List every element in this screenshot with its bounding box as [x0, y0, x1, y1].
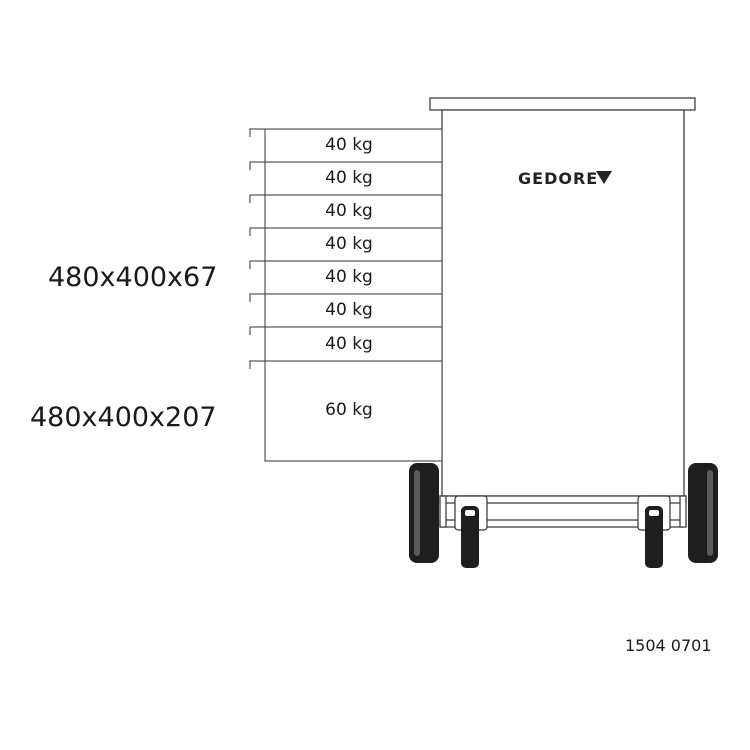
undercarriage-frame [439, 495, 687, 528]
drawer-load-label-6: 40 kg [325, 300, 373, 320]
drawer-load-label-4: 40 kg [325, 234, 373, 254]
brand-logo: GEDORE [518, 169, 599, 188]
drawer-handle-4 [249, 227, 265, 236]
article-number: 1504 0701 [625, 636, 712, 655]
drawer-handle-2 [249, 161, 265, 170]
drawer-handle-5 [249, 260, 265, 269]
drawer-load-label-8: 60 kg [325, 400, 373, 420]
drawer-front-7 [264, 326, 443, 362]
drawer-handle-3 [249, 194, 265, 203]
small-drawer-dimension-label: 480x400x67 [48, 262, 218, 293]
drawer-front-2 [264, 161, 443, 196]
drawer-load-label-3: 40 kg [325, 201, 373, 221]
drawer-load-label-5: 40 kg [325, 267, 373, 287]
drawer-load-label-7: 40 kg [325, 334, 373, 354]
large-drawer-dimension-label: 480x400x207 [30, 402, 217, 433]
drawer-load-label-1: 40 kg [325, 135, 373, 155]
drawer-front-8 [264, 360, 443, 462]
brand-logo-arrow-icon [596, 171, 612, 184]
drawer-load-label-2: 40 kg [325, 168, 373, 188]
caster-wheel-left [461, 506, 479, 568]
rear-wheel-left [409, 463, 439, 563]
drawer-handle-8 [249, 360, 265, 369]
trolley-top-plate [429, 97, 696, 111]
trolley-cabinet-body [441, 109, 685, 497]
rear-wheels [409, 463, 718, 563]
drawer-handle-7 [249, 326, 265, 335]
drawer-handle-6 [249, 293, 265, 302]
drawer-front-6 [264, 293, 443, 328]
front-caster-wheels [461, 506, 663, 568]
rear-wheel-right [688, 463, 718, 563]
drawer-handles [249, 128, 265, 369]
drawer-front-1 [264, 128, 443, 163]
drawer-handle-1 [249, 128, 265, 137]
drawer-fronts [264, 128, 443, 462]
caster-wheel-right [645, 506, 663, 568]
